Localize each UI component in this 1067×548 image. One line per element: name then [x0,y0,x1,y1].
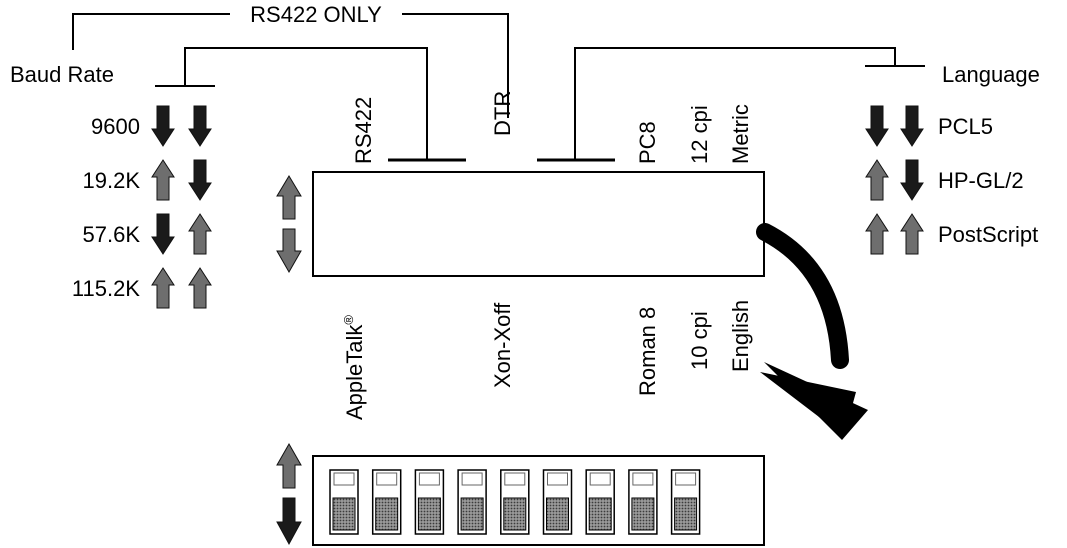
switch-label-xon-xoff: Xon-Xoff [490,302,515,388]
dip-switch-knob[interactable] [546,497,569,531]
up-arrow-icon [276,442,302,489]
dip-switch-knob[interactable] [588,497,612,531]
dip-switch-knob[interactable] [503,497,527,531]
dip-switch-knob[interactable] [631,497,655,531]
baud-rate-title: Baud Rate [10,62,114,87]
curved-arrow-icon [756,223,868,440]
setting-label: PostScript [938,222,1038,247]
setting-label: PCL5 [938,114,993,139]
setting-label: 9600 [91,114,140,139]
down-arrow-icon [276,497,302,546]
switch-label-pc8: PC8 [635,121,660,164]
switch-label-12cpi: 12 cpi [687,105,712,164]
up-arrow-icon [151,159,175,201]
switch-label-rs422: RS422 [351,97,376,164]
switch-label-dtr: DTR [490,91,515,136]
block-direction-arrows [276,175,302,274]
switch-label-english: English [728,300,753,372]
dip-switch [312,455,765,546]
rs422-only-label: RS422 ONLY [250,2,382,27]
baud-rate-table: 9600 19.2K 57.6K 115.2K [72,105,212,309]
dip-slot-top [333,472,355,486]
setting-label: 115.2K [72,276,140,301]
up-arrow-icon [188,213,212,255]
switch-label-appletalk: AppleTalk® [341,315,367,420]
switch-label-metric: Metric [728,104,753,164]
switch-label-roman8: Roman 8 [635,307,660,396]
setting-label: 57.6K [83,222,141,247]
switch-block-outline [312,171,765,277]
down-arrow-icon [151,105,175,147]
down-arrow-icon [188,159,212,201]
dip-switch-knob[interactable] [674,497,698,531]
language-bracket [537,47,925,162]
up-arrow-icon [151,267,175,309]
setting-label: 19.2K [83,168,141,193]
dip-switch-knob[interactable] [460,497,484,531]
dip-slot-top [675,472,697,486]
dip-slot-top [547,472,568,486]
down-arrow-icon [900,159,924,201]
dip-switch-knob[interactable] [375,497,399,531]
appletalk-text: AppleTalk [342,324,367,420]
dip-slot-top [376,472,398,486]
switch-label-10cpi: 10 cpi [687,311,712,370]
dip-switch-knob[interactable] [332,497,356,531]
down-arrow-icon [188,105,212,147]
dip-direction-arrows [276,442,302,546]
down-arrow-icon [865,105,889,147]
dip-slot-top [632,472,654,486]
up-arrow-icon [276,175,302,220]
dip-switch-knob[interactable] [417,497,441,531]
up-arrow-icon [188,267,212,309]
up-arrow-icon [900,213,924,255]
dip-slot-top [461,472,483,486]
down-arrow-icon [151,213,175,255]
down-arrow-icon [276,228,302,274]
up-arrow-icon [865,159,889,201]
dip-slot-top [504,472,526,486]
rs422-only-bracket: RS422 ONLY [72,2,509,118]
setting-label: HP-GL/2 [938,168,1024,193]
baud-bracket [155,47,466,162]
down-arrow-icon [900,105,924,147]
dip-slot-top [589,472,611,486]
dip-slot-top [418,472,440,486]
registered-mark: ® [341,315,356,325]
language-title: Language [942,62,1040,87]
up-arrow-icon [865,213,889,255]
